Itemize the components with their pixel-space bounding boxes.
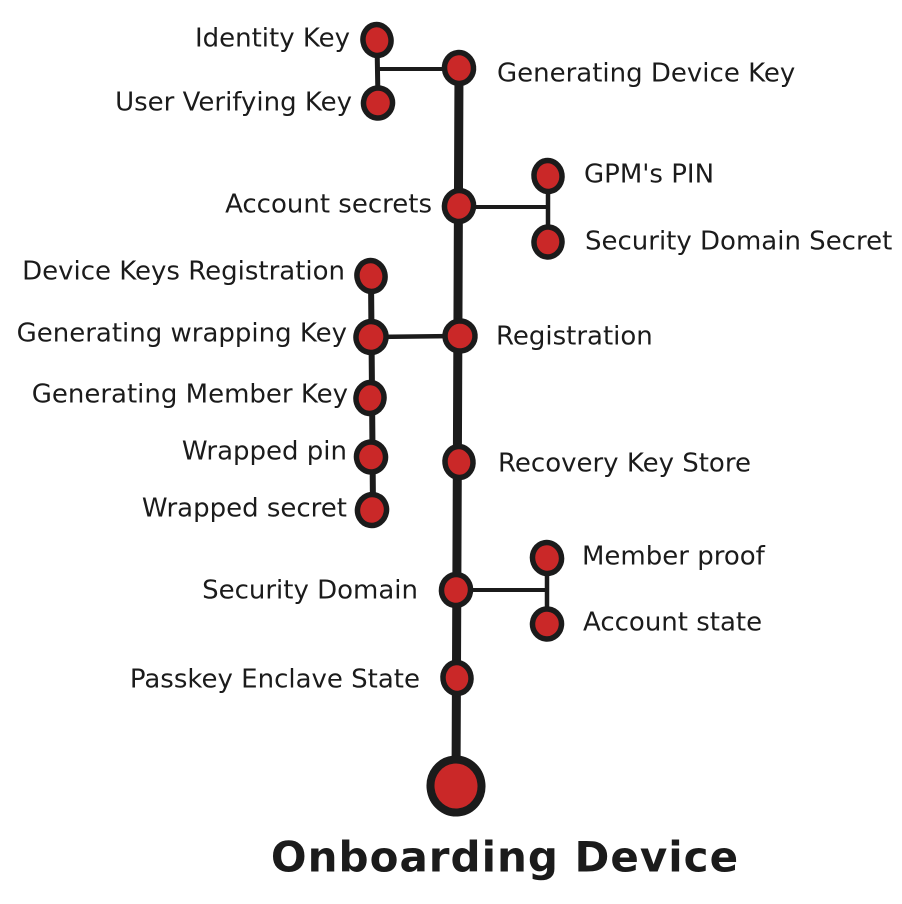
label-user-verifying-key: User Verifying Key bbox=[115, 87, 352, 118]
node-onboarding-device bbox=[426, 755, 486, 817]
label-device-keys-registration: Device Keys Registration bbox=[22, 256, 345, 287]
label-account-state: Account state bbox=[583, 607, 763, 638]
node-identity-key bbox=[360, 21, 394, 59]
label-wrapped-secret: Wrapped secret bbox=[141, 493, 347, 524]
label-recovery-key-store: Recovery Key Store bbox=[498, 448, 751, 479]
node-recovery-key-store bbox=[442, 443, 476, 481]
node-device-keys-registration bbox=[354, 257, 388, 295]
label-security-domain: Security Domain bbox=[202, 575, 418, 606]
node-generating-member-key bbox=[353, 379, 387, 417]
label-onboarding-device: Onboarding Device bbox=[270, 832, 740, 882]
node-account-secrets bbox=[441, 187, 477, 225]
node-passkey-enclave-state bbox=[440, 659, 474, 697]
node-security-domain-secret bbox=[531, 224, 565, 260]
label-gpms-pin: GPM's PIN bbox=[584, 159, 715, 190]
label-generating-device-key: Generating Device Key bbox=[497, 58, 796, 89]
label-wrapped-pin: Wrapped pin bbox=[181, 436, 347, 467]
label-identity-key: Identity Key bbox=[194, 23, 350, 54]
label-passkey-enclave-state: Passkey Enclave State bbox=[129, 664, 420, 695]
node-wrapped-pin bbox=[353, 439, 389, 475]
label-generating-wrapping-key: Generating wrapping Key bbox=[16, 318, 347, 349]
node-wrapped-secret bbox=[354, 491, 390, 529]
node-member-proof bbox=[529, 539, 565, 577]
node-generating-wrapping-key bbox=[353, 318, 389, 356]
label-member-proof: Member proof bbox=[582, 541, 765, 572]
label-generating-member-key: Generating Member Key bbox=[31, 379, 348, 410]
node-user-verifying-key bbox=[360, 85, 396, 121]
node-registration bbox=[442, 318, 478, 354]
node-security-domain bbox=[438, 571, 474, 609]
label-security-domain-secret: Security Domain Secret bbox=[585, 226, 893, 257]
node-account-state bbox=[529, 606, 565, 642]
label-account-secrets: Account secrets bbox=[225, 189, 432, 220]
node-generating-device-key bbox=[441, 49, 477, 87]
label-registration: Registration bbox=[496, 321, 653, 352]
node-gpms-pin bbox=[531, 157, 565, 195]
